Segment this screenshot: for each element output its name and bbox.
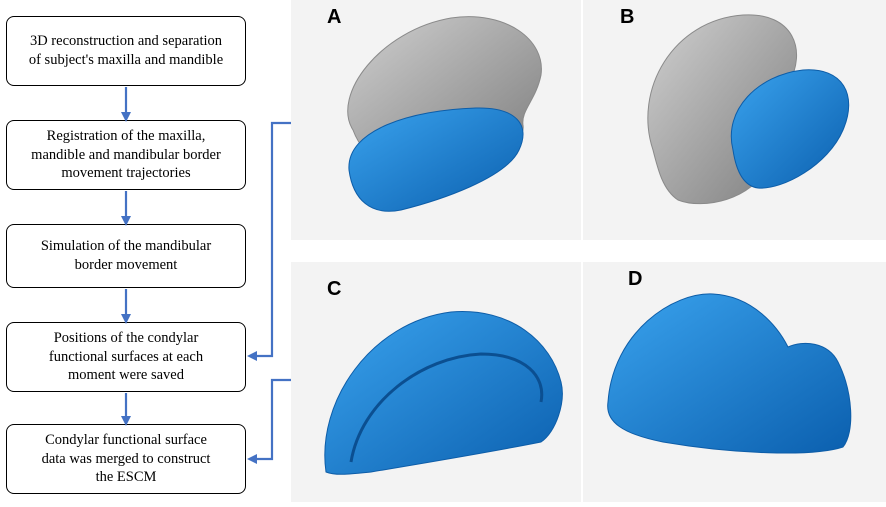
panel-label-c: C [327,278,342,300]
panel-b-model-image [647,14,850,205]
panel-c-model-image [324,311,563,475]
panel-a [291,0,581,240]
panel-a-model-image [347,16,542,212]
panel-c [291,262,581,502]
panel-label-a: A [327,6,342,28]
flow-step-1: 3D reconstruction and separation of subj… [6,16,246,86]
bracket-ab-to-step-4 [247,121,291,361]
bracket-cd-to-step-5 [247,378,291,464]
panel-label-b: B [620,6,635,28]
flow-step-3: Simulation of the mandibular border move… [6,224,246,288]
panel-b [583,0,886,240]
flow-step-2: Registration of the maxilla, mandible an… [6,120,246,190]
flow-step-5: Condylar functional surface data was mer… [6,424,246,494]
panel-label-d: D [628,268,643,290]
panel-d [583,262,886,502]
panel-d-model-image [607,293,852,454]
flow-step-4: Positions of the condylar functional sur… [6,322,246,392]
